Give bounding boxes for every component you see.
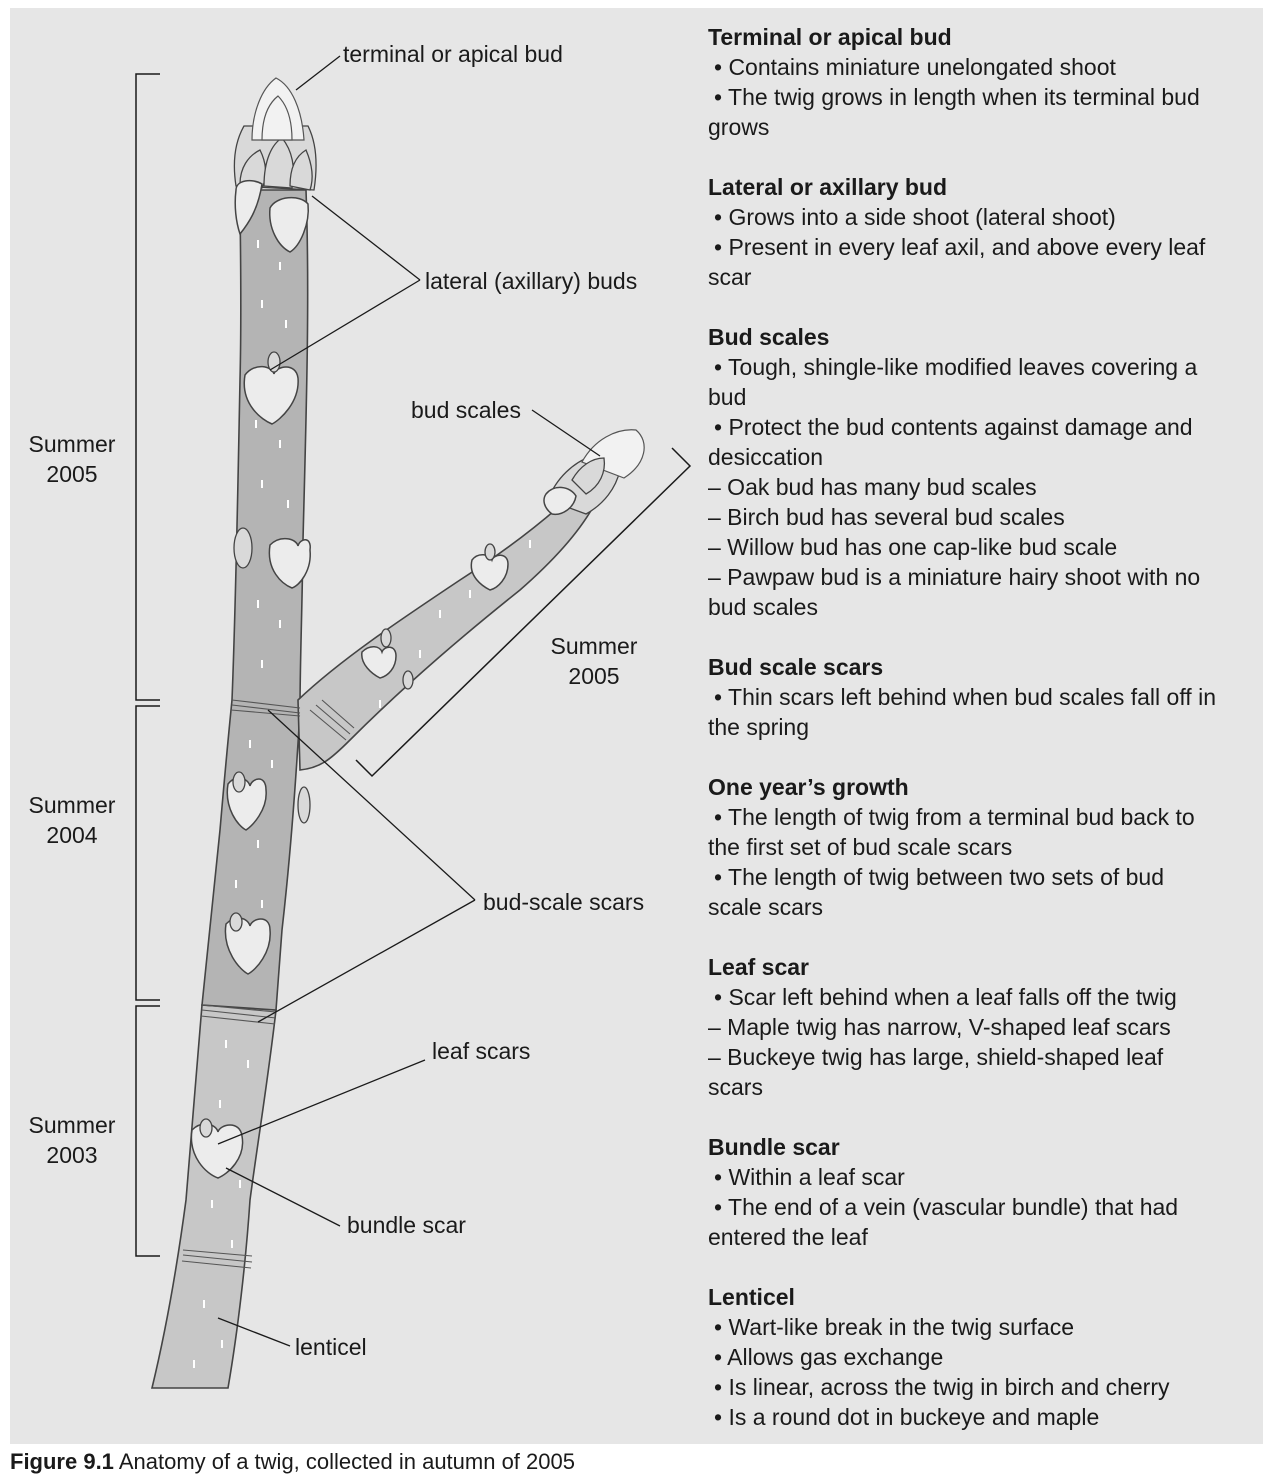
note-section: Leaf scar• Scar left behind when a leaf … [708, 952, 1253, 1102]
period-line1: Summer [29, 792, 116, 818]
side-branch [298, 488, 602, 770]
label-bud-scales: bud scales [411, 397, 521, 423]
note-heading: Bud scales [708, 322, 1253, 352]
period-line2: 2004 [46, 822, 97, 848]
note-line: grows [708, 112, 1253, 142]
note-section: One year’s growth• The length of twig fr… [708, 772, 1253, 922]
note-line: – Maple twig has narrow, V-shaped leaf s… [708, 1012, 1253, 1042]
figure-caption: Figure 9.1 Anatomy of a twig, collected … [10, 1449, 575, 1475]
label-leaf-scars: leaf scars [432, 1038, 530, 1064]
period-line1: Summer [29, 1112, 116, 1138]
notes-column: Terminal or apical bud• Contains miniatu… [708, 22, 1253, 1462]
note-line: • Present in every leaf axil, and above … [708, 232, 1253, 262]
note-line: • The twig grows in length when its term… [708, 82, 1253, 112]
note-line: • The end of a vein (vascular bundle) th… [708, 1192, 1253, 1222]
note-section: Bundle scar• Within a leaf scar• The end… [708, 1132, 1253, 1252]
period-line1: Summer [29, 431, 116, 457]
label-lenticel: lenticel [295, 1334, 367, 1360]
label-terminal-bud: terminal or apical bud [343, 41, 563, 67]
note-line: • Tough, shingle-like modified leaves co… [708, 352, 1253, 382]
note-line: – Pawpaw bud is a miniature hairy shoot … [708, 562, 1253, 592]
period-line2: 2005 [46, 461, 97, 487]
note-section: Lenticel• Wart-like break in the twig su… [708, 1282, 1253, 1432]
note-heading: Bud scale scars [708, 652, 1253, 682]
note-line: • Contains miniature unelongated shoot [708, 52, 1253, 82]
note-line: the spring [708, 712, 1253, 742]
twig-diagram: terminal or apical bud lateral (axillary… [0, 0, 700, 1440]
note-line: • Is linear, across the twig in birch an… [708, 1372, 1253, 1402]
caption-text: Anatomy of a twig, collected in autumn o… [114, 1449, 575, 1474]
label-bundle-scar: bundle scar [347, 1212, 466, 1238]
note-section: Bud scale scars• Thin scars left behind … [708, 652, 1253, 742]
note-line: • Protect the bud contents against damag… [708, 412, 1253, 442]
period-line2: 2003 [46, 1142, 97, 1168]
note-line: entered the leaf [708, 1222, 1253, 1252]
note-line: • The length of twig between two sets of… [708, 862, 1253, 892]
note-section: Terminal or apical bud• Contains miniatu… [708, 22, 1253, 142]
note-line: • Scar left behind when a leaf falls off… [708, 982, 1253, 1012]
note-line: • Grows into a side shoot (lateral shoot… [708, 202, 1253, 232]
note-line: • Is a round dot in buckeye and maple [708, 1402, 1253, 1432]
note-line: • The length of twig from a terminal bud… [708, 802, 1253, 832]
note-line: • Thin scars left behind when bud scales… [708, 682, 1253, 712]
caption-label: Figure 9.1 [10, 1449, 114, 1474]
note-line: • Allows gas exchange [708, 1342, 1253, 1372]
note-line: – Birch bud has several bud scales [708, 502, 1253, 532]
note-heading: Lateral or axillary bud [708, 172, 1253, 202]
twig-stem-2003 [152, 1005, 276, 1388]
note-line: – Oak bud has many bud scales [708, 472, 1253, 502]
note-line: – Willow bud has one cap-like bud scale [708, 532, 1253, 562]
twig-stem-main [202, 190, 308, 1010]
note-heading: Bundle scar [708, 1132, 1253, 1162]
note-line: bud [708, 382, 1253, 412]
note-line: bud scales [708, 592, 1253, 622]
note-heading: One year’s growth [708, 772, 1253, 802]
period-line1: Summer [551, 633, 638, 659]
note-heading: Terminal or apical bud [708, 22, 1253, 52]
note-heading: Lenticel [708, 1282, 1253, 1312]
terminal-bud-branch [544, 430, 644, 515]
note-section: Bud scales• Tough, shingle-like modified… [708, 322, 1253, 622]
note-heading: Leaf scar [708, 952, 1253, 982]
note-line: • Wart-like break in the twig surface [708, 1312, 1253, 1342]
note-line: scale scars [708, 892, 1253, 922]
note-line: scars [708, 1072, 1253, 1102]
label-bud-scale-scars: bud-scale scars [483, 889, 644, 915]
note-line: scar [708, 262, 1253, 292]
note-line: – Buckeye twig has large, shield-shaped … [708, 1042, 1253, 1072]
note-line: the first set of bud scale scars [708, 832, 1253, 862]
note-line: • Within a leaf scar [708, 1162, 1253, 1192]
label-lateral-buds: lateral (axillary) buds [425, 268, 637, 294]
note-line: desiccation [708, 442, 1253, 472]
period-line2: 2005 [568, 663, 619, 689]
terminal-bud-main [234, 78, 316, 252]
note-section: Lateral or axillary bud• Grows into a si… [708, 172, 1253, 292]
